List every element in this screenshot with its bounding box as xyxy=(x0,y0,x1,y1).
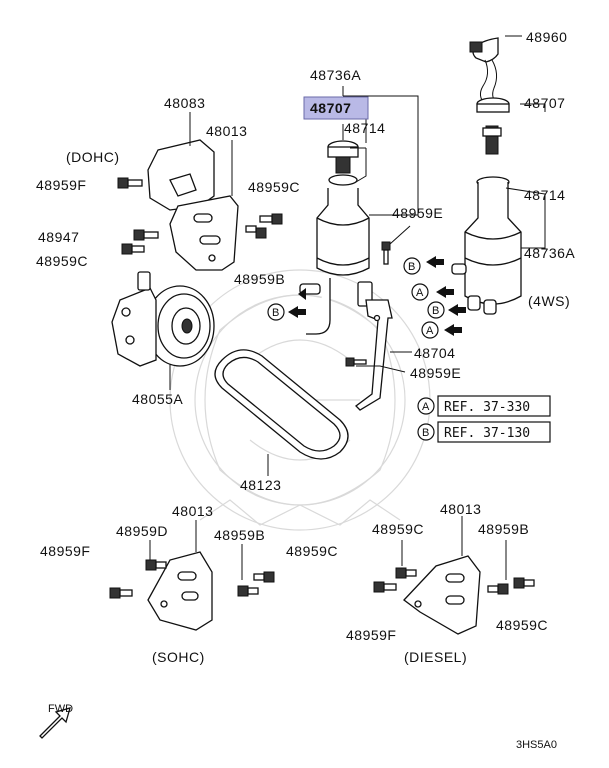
caption-diesel: (DIESEL) xyxy=(404,649,467,665)
label-sohc-48959F[interactable]: 48959F xyxy=(40,543,90,559)
fwd-label: FWD xyxy=(48,703,73,715)
ref-box-b[interactable]: B REF. 37-130 xyxy=(417,421,551,443)
caption-dohc: (DOHC) xyxy=(66,149,120,165)
svg-text:B: B xyxy=(272,307,279,319)
svg-text:REF. 37-330: REF. 37-330 xyxy=(444,400,530,415)
label-48947[interactable]: 48947 xyxy=(38,229,79,245)
marker-b-3: B xyxy=(267,303,285,321)
label-48123[interactable]: 48123 xyxy=(240,477,281,493)
label-sohc-48959D[interactable]: 48959D xyxy=(116,523,168,539)
label-48714-center[interactable]: 48714 xyxy=(344,120,385,136)
marker-b-2: B xyxy=(427,301,445,319)
label-diesel-48959F[interactable]: 48959F xyxy=(346,627,396,643)
label-48959C-left[interactable]: 48959C xyxy=(36,253,88,269)
label-48960[interactable]: 48960 xyxy=(526,29,567,45)
power-steering-pump xyxy=(111,271,215,390)
highlight-box xyxy=(303,96,369,120)
label-48736A-right[interactable]: 48736A xyxy=(524,245,575,261)
label-48707-highlighted[interactable]: 48707 xyxy=(310,100,351,116)
label-48704[interactable]: 48704 xyxy=(414,345,455,361)
sohc-bracket-assembly xyxy=(109,520,275,631)
drive-belt xyxy=(214,349,349,476)
label-diesel-48959C-2[interactable]: 48959C xyxy=(496,617,548,633)
svg-text:B: B xyxy=(432,305,439,317)
caption-sohc: (SOHC) xyxy=(152,649,205,665)
reservoir-4ws-assembly xyxy=(451,35,546,315)
label-sohc-48013[interactable]: 48013 xyxy=(172,503,213,519)
label-48959C-mid[interactable]: 48959C xyxy=(248,179,300,195)
label-sohc-48959B[interactable]: 48959B xyxy=(214,527,265,543)
ref-box-a[interactable]: A REF. 37-330 xyxy=(417,395,551,417)
svg-text:A: A xyxy=(422,401,430,413)
caption-4ws: (4WS) xyxy=(528,293,570,309)
svg-text:B: B xyxy=(422,427,429,439)
svg-text:A: A xyxy=(416,287,424,299)
reservoir-main-assembly xyxy=(299,86,419,335)
label-48959B-mid[interactable]: 48959B xyxy=(234,271,285,287)
label-48055A[interactable]: 48055A xyxy=(132,391,183,407)
marker-a-1: A xyxy=(411,283,429,301)
diagram-code: 3HS5A0 xyxy=(516,739,557,751)
label-48707-right[interactable]: 48707 xyxy=(524,95,565,111)
fwd-arrow-icon xyxy=(39,707,71,739)
bolt-48959E-bottom xyxy=(345,357,367,367)
label-diesel-48959C[interactable]: 48959C xyxy=(372,521,424,537)
label-48013-top[interactable]: 48013 xyxy=(206,123,247,139)
label-48736A-top[interactable]: 48736A xyxy=(310,67,361,83)
svg-text:B: B xyxy=(408,261,415,273)
label-sohc-48959C[interactable]: 48959C xyxy=(286,543,338,559)
flow-arrows xyxy=(288,256,466,336)
dohc-bracket-assembly xyxy=(117,112,283,271)
bolt-48959E-top xyxy=(381,225,411,265)
label-diesel-48959B[interactable]: 48959B xyxy=(478,521,529,537)
label-48959F-top[interactable]: 48959F xyxy=(36,177,86,193)
label-48083[interactable]: 48083 xyxy=(164,95,205,111)
marker-b-1: B xyxy=(403,257,421,275)
svg-text:REF. 37-130: REF. 37-130 xyxy=(444,426,530,441)
label-48959E-top[interactable]: 48959E xyxy=(392,205,443,221)
marker-a-2: A xyxy=(421,321,439,339)
label-48714-right[interactable]: 48714 xyxy=(524,187,565,203)
label-diesel-48013[interactable]: 48013 xyxy=(440,501,481,517)
svg-text:A: A xyxy=(426,325,434,337)
bracket-48704 xyxy=(355,299,412,411)
label-48959E-bottom[interactable]: 48959E xyxy=(410,365,461,381)
diesel-bracket-assembly xyxy=(373,516,535,635)
